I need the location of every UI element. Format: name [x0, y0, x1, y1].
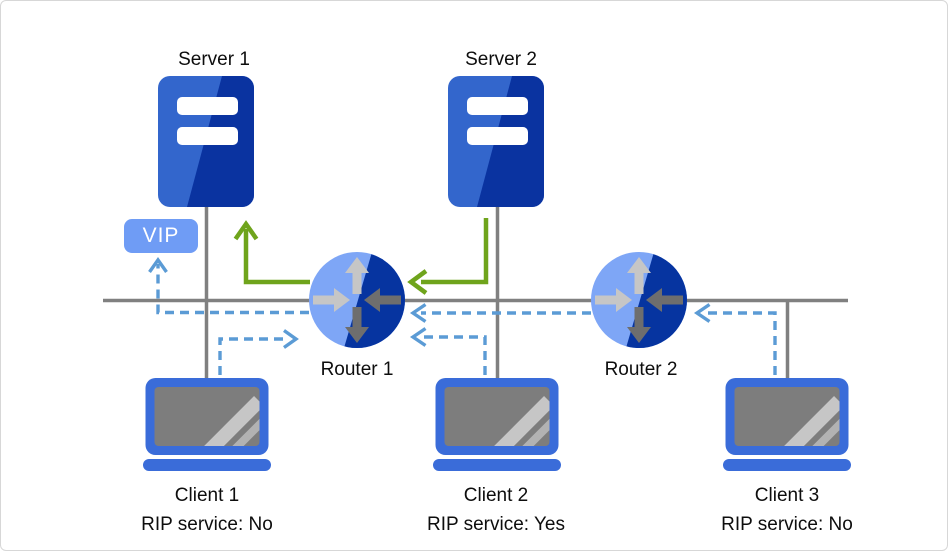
server2-icon	[448, 76, 544, 207]
router1-icon	[309, 252, 405, 348]
flow-router1-to-vip-line	[156, 264, 309, 315]
flow-server2-to-router1-arrowhead-icon	[407, 269, 428, 295]
client1-label: Client 1	[174, 485, 240, 506]
router1-right-arrow-icon	[313, 288, 350, 312]
vip-label: VIP	[142, 224, 180, 247]
server2-label: Server 2	[465, 49, 537, 70]
flow-client3-to-router2-line	[705, 311, 777, 375]
client2-label: Client 2	[463, 485, 529, 506]
flow-client2-to-router1-arrowhead-icon	[409, 327, 427, 347]
router1-label: Router 1	[320, 359, 394, 380]
router2-left-arrow-icon	[646, 288, 683, 312]
flow-client3-to-router2-arrowhead-icon	[693, 303, 711, 323]
flow-router1-to-server1-line	[243, 229, 310, 285]
flow-client1-to-router1-line	[218, 337, 288, 375]
dashed-flow-arrows	[148, 257, 777, 375]
server1-label: Server 1	[178, 49, 250, 70]
router1-down-arrow-icon	[345, 307, 369, 343]
flow-router1-to-server1-arrowhead-icon	[233, 220, 259, 241]
flow-router1-to-vip-arrowhead-icon	[148, 257, 168, 273]
client3-rip-status: RIP service: No	[721, 514, 853, 535]
client2-laptop-icon	[433, 378, 561, 471]
router2-down-arrow-icon	[627, 307, 651, 343]
green-flow-arrows	[233, 218, 489, 295]
client1-rip-status: RIP service: No	[141, 514, 273, 535]
router1-left-arrow-icon	[364, 288, 401, 312]
router1-up-arrow-icon	[345, 257, 369, 294]
server1-icon	[158, 76, 254, 207]
vip-badge	[124, 219, 198, 253]
router2-label: Router 2	[604, 359, 678, 380]
router2-up-arrow-icon	[627, 257, 651, 294]
flow-server2-to-router1-line	[421, 218, 489, 285]
flow-router2-to-router1-arrowhead-icon	[409, 303, 427, 323]
client2-rip-status: RIP service: Yes	[426, 514, 565, 535]
network-bus-and-drops	[103, 207, 848, 379]
router2-icon	[591, 252, 687, 348]
router2-right-arrow-icon	[595, 288, 632, 312]
client3-laptop-icon	[723, 378, 851, 471]
flow-client1-to-router1-arrowhead-icon	[283, 329, 299, 349]
flow-client2-to-router1-line	[421, 335, 487, 375]
client3-label: Client 3	[754, 485, 820, 506]
client1-laptop-icon	[143, 378, 271, 471]
